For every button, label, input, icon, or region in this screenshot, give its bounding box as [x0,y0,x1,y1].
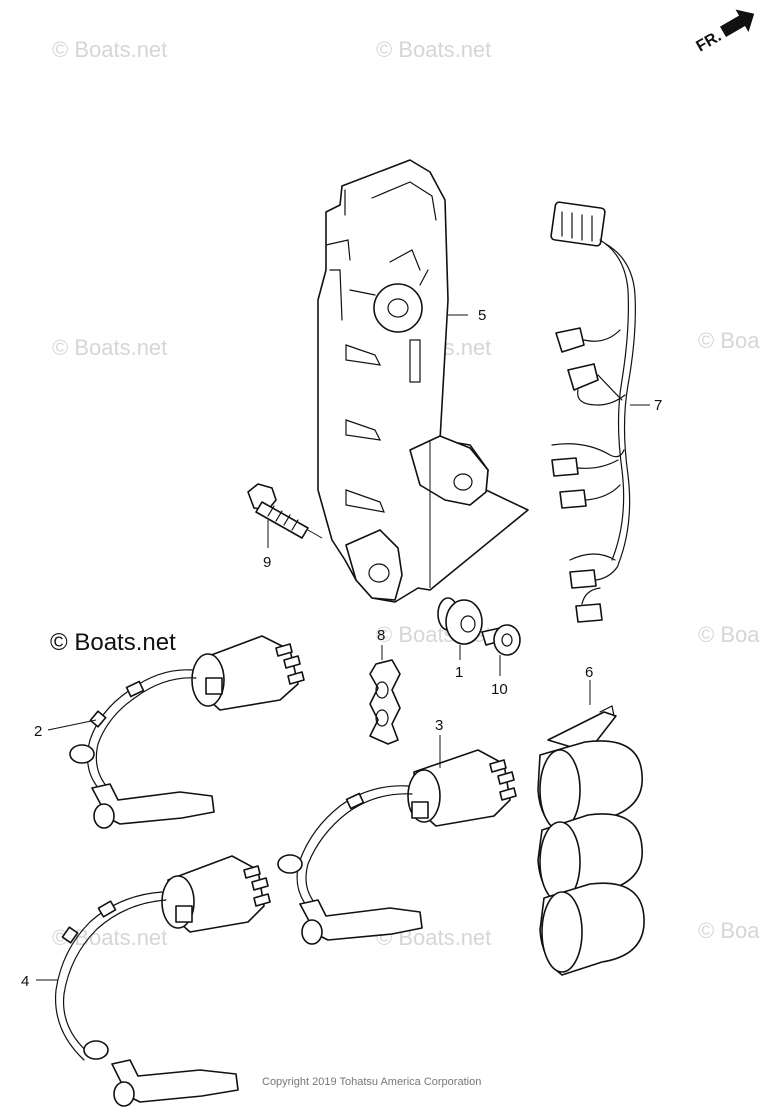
watermark: © Boa [698,918,760,943]
watermark-primary: © Boats.net [50,629,176,656]
front-direction-label: FR. [694,28,725,56]
part-1-grommet [437,597,483,660]
front-direction-arrow: FR. [694,9,755,56]
part-3-ignition-coil [277,735,517,945]
callout-3: 3 [435,717,443,734]
part-2-ignition-coil [47,635,305,829]
part-9-bolt [247,483,323,548]
watermark: © Boats.net [376,37,491,62]
part-5-bracket [317,159,529,603]
copyright-notice: Copyright 2019 Tohatsu America Corporati… [262,1076,481,1088]
watermark: © Boats.net [52,37,167,62]
callout-7: 7 [654,397,662,414]
callout-8: 8 [377,627,385,644]
part-6-coil-holder [537,680,645,976]
part-10-collar [481,624,521,676]
watermark: © Boa [698,328,760,353]
watermark: © Boats.net [52,335,167,360]
watermark: © Boa [698,622,760,647]
callout-1: 1 [455,664,463,681]
part-7-wire-harness [550,201,650,623]
part-8-clip [369,645,401,745]
callout-4: 4 [21,973,29,990]
callout-10: 10 [491,681,508,698]
callout-6: 6 [585,664,593,681]
part-4-ignition-coil [36,855,271,1107]
callout-9: 9 [263,554,271,571]
callout-5: 5 [478,307,486,324]
callout-2: 2 [34,723,42,740]
arrow-icon [719,9,755,37]
